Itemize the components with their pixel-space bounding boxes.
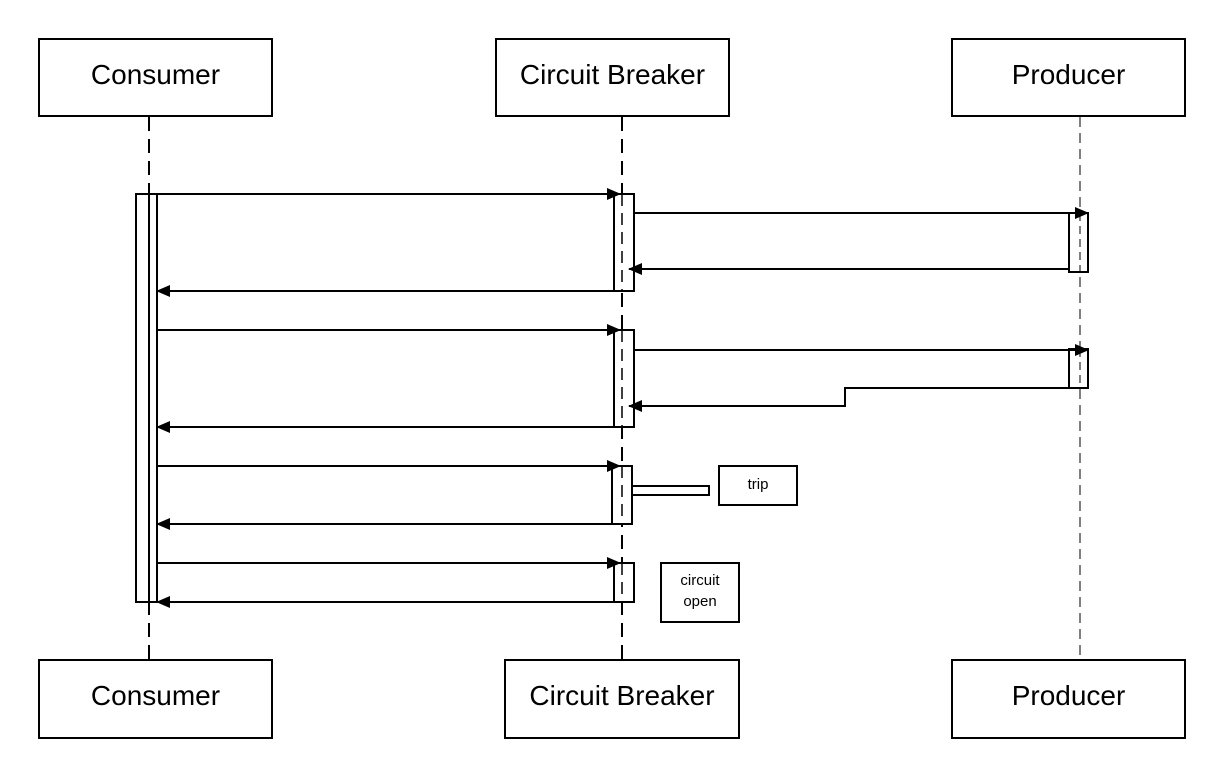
participant-circuit-breaker-bottom-label: Circuit Breaker [529,680,714,711]
note-trip: trip [718,465,798,506]
note-circuit-open-line-2: open [683,593,716,610]
trip-connector [631,485,710,496]
activation-breaker-2 [613,329,635,428]
participant-circuit-breaker-top: Circuit Breaker [495,38,730,117]
participant-consumer-top-label: Consumer [91,59,220,90]
messages [156,188,1089,608]
participant-circuit-breaker-bottom: Circuit Breaker [504,659,740,739]
note-trip-label: trip [748,476,769,493]
activation-consumer [135,193,158,603]
activation-breaker-1 [613,193,635,292]
participant-circuit-breaker-top-label: Circuit Breaker [520,59,705,90]
participant-boxes-top: Consumer Circuit Breaker Producer [38,38,1186,117]
participant-consumer-bottom: Consumer [38,659,273,739]
participant-producer-bottom: Producer [951,659,1186,739]
participant-consumer-bottom-label: Consumer [91,680,220,711]
participant-producer-bottom-label: Producer [1012,680,1126,711]
notes: trip circuit open [660,465,798,623]
activation-breaker-4 [613,562,635,603]
activation-producer-2 [1068,348,1089,389]
message-7-producer-to-breaker [628,387,1069,412]
participant-producer-top-label: Producer [1012,59,1126,90]
note-circuit-open: circuit open [660,562,740,623]
participant-boxes-bottom: Consumer Circuit Breaker Producer [38,659,1186,739]
participant-consumer-top: Consumer [38,38,273,117]
activation-breaker-3 [611,465,633,525]
activation-bars [135,193,1089,603]
participant-producer-top: Producer [951,38,1186,117]
note-circuit-open-line-1: circuit [680,572,720,589]
activation-producer-1 [1068,212,1089,273]
